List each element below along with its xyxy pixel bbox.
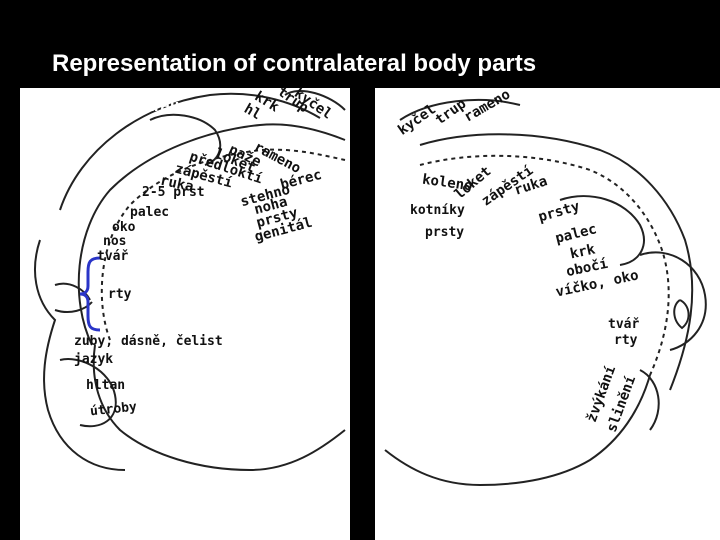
sensory-homunculus-panel xyxy=(20,88,350,540)
motor-cortex-outline xyxy=(419,133,694,391)
motor-homunculus-panel xyxy=(375,88,720,540)
motor-body-outline xyxy=(399,99,521,121)
motor-jaw-outline xyxy=(639,369,660,431)
lip-brace-icon xyxy=(79,256,101,332)
motor-hand-outline xyxy=(559,195,645,266)
sensory-label-oko: oko xyxy=(112,220,136,235)
sensory-label-palec: palec xyxy=(130,205,170,220)
sensory-face-outline xyxy=(34,239,126,471)
sensory-label-zuby: zuby, dásně, čelist xyxy=(74,334,223,349)
motor-label-rty: rty xyxy=(614,333,638,348)
sensory-foot-outline xyxy=(284,90,346,111)
motor-mouth-outline xyxy=(673,299,690,330)
sensory-cortex-outline xyxy=(77,123,346,346)
motor-label-kotniky: kotníky xyxy=(410,203,465,218)
sensory-hand-outline xyxy=(149,113,222,166)
motor-heading: gyrus precentralis xyxy=(525,96,673,115)
sensory-tongue-outline xyxy=(59,358,117,428)
sensory-label-jazyk: jazyk xyxy=(74,352,114,367)
motor-label-tvar: tvář xyxy=(608,317,640,332)
sensory-body-outline xyxy=(59,92,321,211)
motor-label-prsty-noha: prsty xyxy=(425,225,465,240)
sensory-brain-base xyxy=(92,344,346,472)
sensory-heading: gyrus postcentralis xyxy=(32,96,189,115)
slide-title: Representation of contralateral body par… xyxy=(52,50,537,77)
sensory-label-nos: nos xyxy=(103,234,127,249)
sensory-lip-lower xyxy=(54,301,93,313)
sensory-label-prsty25: 2-5 prst xyxy=(142,185,205,200)
sensory-caption: „sensory homunculus“ xyxy=(34,510,241,533)
motor-brain-base xyxy=(384,374,651,487)
sensory-label-hltan: hltan xyxy=(86,378,126,393)
sensory-cortex-inner xyxy=(100,148,346,341)
motor-cortex-inner xyxy=(419,154,670,376)
sensory-label-rty: rty xyxy=(108,287,132,302)
sensory-label-tvar: tvář xyxy=(97,249,129,264)
motor-caption: „motor homunculus“ xyxy=(404,510,591,533)
motor-head-outline xyxy=(639,251,707,351)
